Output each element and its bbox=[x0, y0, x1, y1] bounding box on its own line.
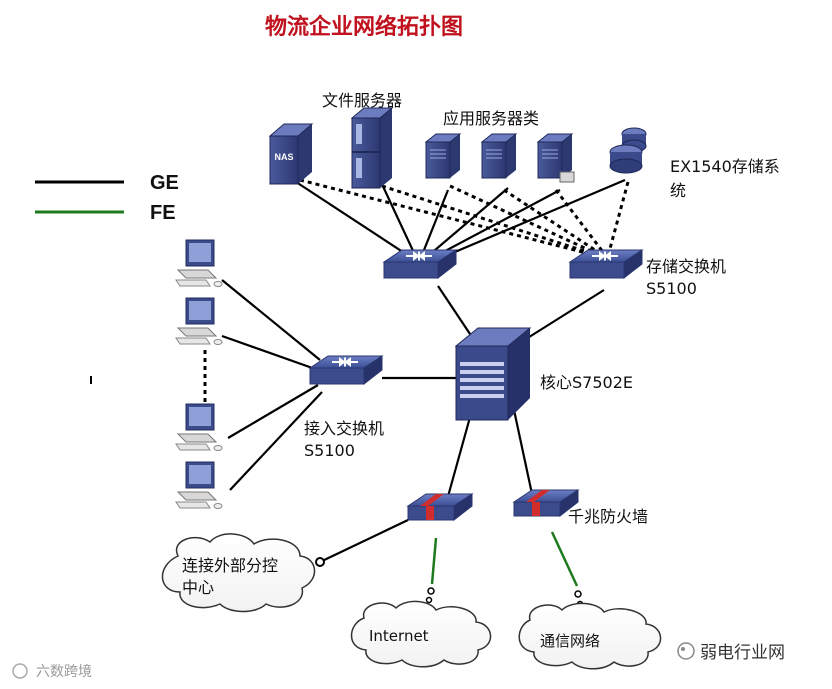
legend-fe-label: FE bbox=[150, 202, 176, 224]
links-solid bbox=[221, 177, 626, 563]
comm-network-cloud: 通信网络 bbox=[518, 602, 662, 670]
stray-mark bbox=[90, 376, 92, 384]
branch-link-port bbox=[315, 557, 325, 567]
storage-switch-right-icon bbox=[569, 249, 643, 279]
app-server-2-icon bbox=[481, 133, 517, 179]
app-server-1-icon bbox=[425, 133, 461, 179]
access-switch-label-line1: 接入交换机 bbox=[304, 419, 384, 438]
watermark-left-text: 六数跨境 bbox=[36, 664, 92, 680]
access-switch-label-line2: S5100 bbox=[304, 441, 355, 460]
nas-label: NAS bbox=[274, 152, 293, 162]
pc-3-icon bbox=[175, 403, 223, 451]
pc-4-icon bbox=[175, 461, 223, 509]
branch-cloud: 连接外部分控 中心 bbox=[161, 533, 316, 613]
internet-cloud: Internet bbox=[350, 600, 492, 668]
storage-switch-label-line2: S5100 bbox=[646, 279, 697, 298]
internet-label: Internet bbox=[369, 627, 429, 645]
pc-2-icon bbox=[175, 297, 223, 345]
file-server-label: 文件服务器 bbox=[322, 91, 402, 110]
storage-switch-left-icon bbox=[383, 249, 457, 279]
watermark-left: 六数跨境 bbox=[12, 663, 92, 680]
legend-ge-label: GE bbox=[150, 172, 179, 194]
comm-network-label: 通信网络 bbox=[540, 632, 600, 650]
pc-1-icon bbox=[175, 239, 223, 287]
watermark-right-text: 弱电行业网 bbox=[700, 643, 785, 663]
links-fe bbox=[430, 531, 579, 587]
core-switch-label: 核心S7502E bbox=[540, 373, 633, 392]
storage-system-label-line2: 统 bbox=[670, 181, 686, 200]
file-server-icon bbox=[350, 107, 394, 189]
app-server-3-icon bbox=[537, 133, 575, 183]
firewall-left-icon bbox=[407, 493, 473, 521]
access-switch-icon bbox=[309, 355, 383, 385]
branch-label-line2: 中心 bbox=[182, 578, 214, 597]
core-switch-icon bbox=[454, 327, 532, 421]
nas-device: NAS bbox=[268, 123, 314, 185]
links-dotted bbox=[203, 178, 630, 418]
diagram-title: 物流企业网络拓扑图 bbox=[265, 14, 463, 40]
legend: GE FE bbox=[35, 172, 179, 224]
storage-disk-icon bbox=[609, 127, 647, 174]
app-server-label: 应用服务器类 bbox=[443, 109, 539, 128]
storage-system-label-line1: EX1540存储系 bbox=[670, 157, 780, 176]
branch-label-line1: 连接外部分控 bbox=[182, 556, 278, 575]
storage-switch-label-line1: 存储交换机 bbox=[646, 257, 726, 276]
link-tails bbox=[425, 587, 584, 608]
watermark-right: 弱电行业网 bbox=[677, 642, 785, 663]
firewall-label: 千兆防火墙 bbox=[568, 507, 648, 526]
